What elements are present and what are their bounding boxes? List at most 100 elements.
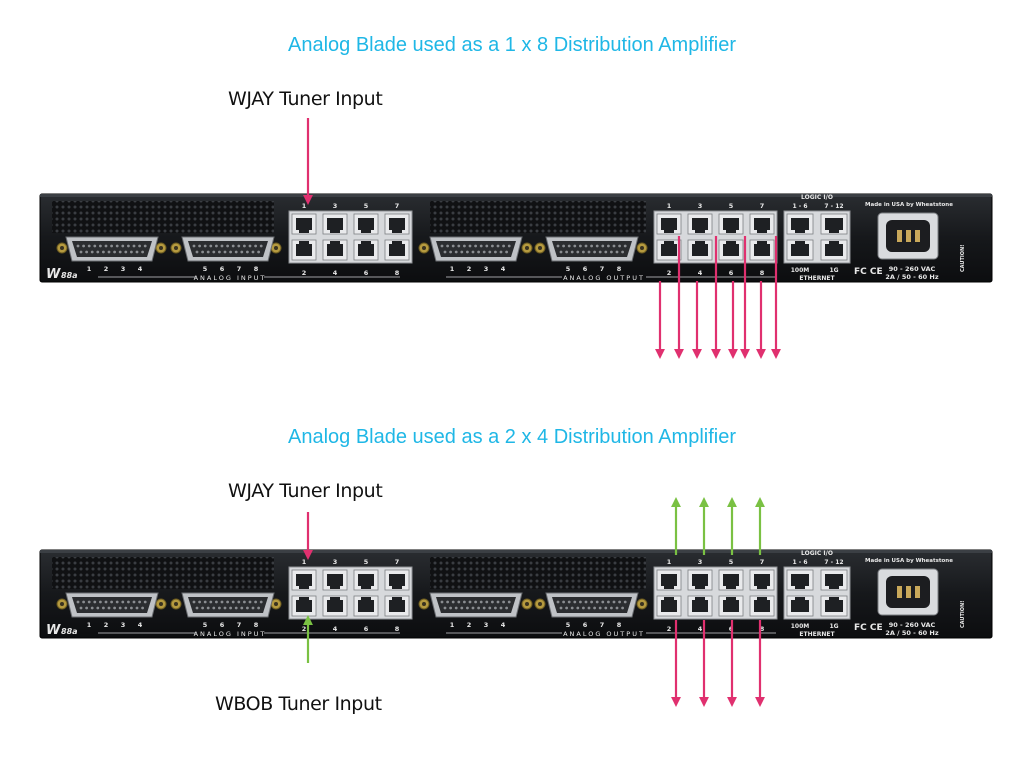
logic-io-label: LOGIC I/O (801, 194, 833, 201)
db25-output-1-4 (429, 592, 523, 618)
db25-number: 5 (566, 621, 571, 629)
port-number: 4 (333, 625, 338, 633)
db25-number: 3 (121, 265, 126, 273)
db25-number: 7 (600, 621, 605, 629)
diagram1-title: Analog Blade used as a 1 x 8 Distributio… (287, 34, 737, 56)
caution-label: CAUTION! (960, 601, 966, 628)
db25-number: 6 (220, 621, 225, 629)
db25-number: 4 (501, 621, 506, 629)
ethernet-speed: 1G (829, 267, 838, 274)
signal-arrows (303, 118, 781, 707)
diagram2-title: Analog Blade used as a 2 x 4 Distributio… (287, 426, 737, 448)
ethernet-label: ETHERNET (799, 631, 835, 638)
db25-number: 4 (138, 265, 143, 273)
db25-number: 6 (583, 621, 588, 629)
port-number: 8 (395, 625, 400, 633)
db25-number: 1 (450, 621, 455, 629)
db25-number: 5 (203, 265, 208, 273)
db25-number: 6 (220, 265, 225, 273)
port-number: 3 (333, 558, 338, 566)
ethernet-speed: 100M (791, 623, 810, 630)
brand-logo: W (46, 267, 61, 282)
ethernet-speed: 1G (829, 623, 838, 630)
diagram2-input-bottom-label: WBOB Tuner Input (215, 693, 382, 715)
db25-number: 2 (104, 265, 109, 273)
db25-number: 4 (501, 265, 506, 273)
power-rating-2: 2A / 50 - 60 Hz (885, 629, 938, 637)
port-number: 7 (395, 202, 400, 210)
rj45-analog-input-grid (288, 210, 413, 264)
cert-marks: FC CE (854, 623, 883, 633)
vent-middle (430, 201, 646, 233)
port-number: 7 (760, 202, 765, 210)
port-number: 3 (698, 558, 703, 566)
port-number: 2 (302, 269, 307, 277)
port-number: 1 (302, 202, 307, 210)
rj45-logic-ethernet-grid (783, 566, 851, 620)
port-number: 8 (760, 625, 765, 633)
analog-input-label: ANALOG INPUT (194, 630, 267, 638)
analog-output-label: ANALOG OUTPUT (563, 274, 645, 282)
rj45-logic-ethernet-grid (783, 210, 851, 264)
diagram2-input-top-label: WJAY Tuner Input (228, 480, 383, 502)
db25-number: 3 (121, 621, 126, 629)
ethernet-label: ETHERNET (799, 275, 835, 282)
db25-input-5-8 (181, 592, 275, 618)
port-number: 4 (698, 269, 703, 277)
port-number: 2 (667, 625, 672, 633)
db25-number: 2 (104, 621, 109, 629)
rj45-analog-output-grid (653, 566, 778, 620)
power-rating-1: 90 - 260 VAC (889, 265, 936, 273)
port-number: 2 (302, 625, 307, 633)
logic-io-range: 1 - 6 (792, 559, 807, 566)
diagram1-input-label: WJAY Tuner Input (228, 88, 383, 110)
db25-output-5-8 (545, 592, 639, 618)
db25-output-1-4 (429, 236, 523, 262)
port-number: 1 (667, 202, 672, 210)
db25-number: 1 (87, 621, 92, 629)
db25-input-1-4 (65, 592, 159, 618)
vent-left (52, 557, 274, 589)
power-rating-1: 90 - 260 VAC (889, 621, 936, 629)
port-number: 5 (364, 202, 369, 210)
port-number: 7 (760, 558, 765, 566)
analog-output-label: ANALOG OUTPUT (563, 630, 645, 638)
db25-number: 2 (467, 621, 472, 629)
model-label: 88a (61, 271, 78, 280)
port-number: 4 (698, 625, 703, 633)
db25-number: 7 (600, 265, 605, 273)
ethernet-speed: 100M (791, 267, 810, 274)
db25-number: 2 (467, 265, 472, 273)
port-number: 6 (364, 269, 369, 277)
port-number: 5 (729, 558, 734, 566)
db25-number: 6 (583, 265, 588, 273)
db25-number: 8 (617, 265, 622, 273)
logic-io-label: LOGIC I/O (801, 550, 833, 557)
db25-number: 3 (484, 265, 489, 273)
db25-input-5-8 (181, 236, 275, 262)
port-number: 8 (395, 269, 400, 277)
db25-number: 1 (87, 265, 92, 273)
db25-number: 8 (254, 621, 259, 629)
db25-number: 7 (237, 621, 242, 629)
port-number: 7 (395, 558, 400, 566)
port-number: 4 (333, 269, 338, 277)
port-number: 6 (729, 269, 734, 277)
port-number: 5 (364, 558, 369, 566)
made-in-label: Made in USA by Wheatstone (865, 202, 953, 208)
logic-io-range: 7 - 12 (824, 203, 843, 210)
db25-input-1-4 (65, 236, 159, 262)
db25-number: 8 (254, 265, 259, 273)
port-number: 1 (302, 558, 307, 566)
port-number: 1 (667, 558, 672, 566)
db25-output-5-8 (545, 236, 639, 262)
db25-number: 3 (484, 621, 489, 629)
port-number: 8 (760, 269, 765, 277)
vent-middle (430, 557, 646, 589)
port-number: 6 (364, 625, 369, 633)
db25-number: 4 (138, 621, 143, 629)
db25-number: 8 (617, 621, 622, 629)
db25-number: 5 (566, 265, 571, 273)
